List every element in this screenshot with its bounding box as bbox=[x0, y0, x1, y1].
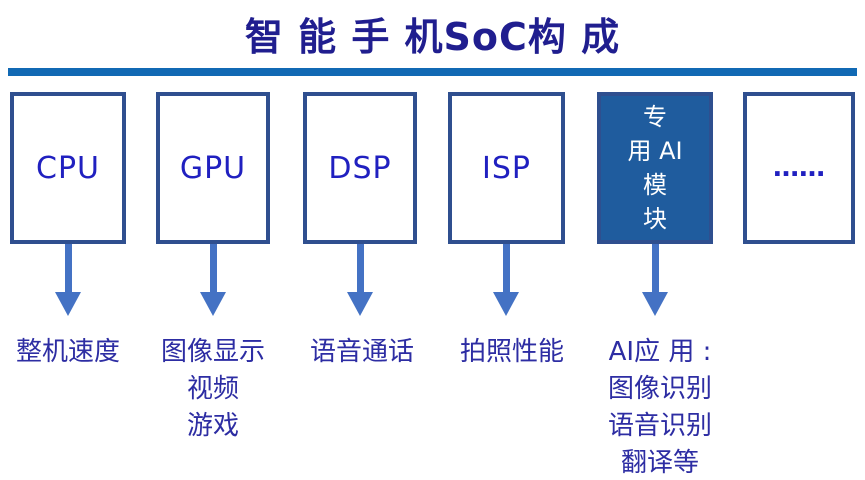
label-gpu-function: 图像显示 视频 游戏 bbox=[113, 334, 313, 445]
arrow-head bbox=[347, 292, 373, 316]
box-others-label: …… bbox=[773, 153, 825, 183]
arrow-head bbox=[493, 292, 519, 316]
box-ai-module-label-line: 块 bbox=[643, 205, 667, 233]
label-line: 语音通话 bbox=[309, 337, 414, 367]
box-cpu: CPU bbox=[10, 92, 126, 244]
arrow-head bbox=[642, 292, 668, 316]
box-ai-module-label-line: 模 bbox=[643, 171, 667, 199]
dsp-down-arrow-icon bbox=[347, 244, 373, 316]
label-line: 图像显示 bbox=[160, 337, 265, 367]
box-dsp: DSP bbox=[303, 92, 417, 244]
arrow-head bbox=[200, 292, 226, 316]
label-line: 游戏 bbox=[186, 411, 239, 441]
arrow-shaft bbox=[356, 244, 364, 292]
label-dsp-function: 语音通话 bbox=[262, 334, 462, 371]
label-line: 拍照性能 bbox=[459, 337, 564, 367]
ai-module-down-arrow-icon bbox=[642, 244, 668, 316]
label-line: 视频 bbox=[186, 374, 239, 404]
arrow-shaft bbox=[651, 244, 659, 292]
arrow-shaft bbox=[502, 244, 510, 292]
box-isp: ISP bbox=[448, 92, 565, 244]
box-ai-module: 专 用 AI 模 块 bbox=[597, 92, 713, 244]
label-line: 图像识别 bbox=[607, 374, 712, 404]
arrow-shaft bbox=[64, 244, 72, 292]
isp-down-arrow-icon bbox=[493, 244, 519, 316]
box-isp-label: ISP bbox=[482, 150, 531, 186]
arrow-head bbox=[55, 292, 81, 316]
label-isp-function: 拍照性能 bbox=[412, 334, 612, 371]
box-ai-module-label-line: 用 AI bbox=[627, 137, 683, 165]
label-line: 翻译等 bbox=[620, 448, 699, 478]
box-others: …… bbox=[743, 92, 855, 244]
box-ai-module-label-line: 专 bbox=[643, 103, 667, 131]
box-gpu: GPU bbox=[156, 92, 270, 244]
label-line: 语音识别 bbox=[607, 411, 712, 441]
box-cpu-label: CPU bbox=[36, 150, 100, 186]
title-divider-line bbox=[8, 68, 857, 76]
label-ai-module-function: AI应 用 : 图像识别 语音识别 翻译等 bbox=[560, 334, 760, 480]
label-cpu-function: 整机速度 bbox=[0, 334, 168, 371]
box-dsp-label: DSP bbox=[328, 150, 392, 186]
page-title: 智 能 手 机SoC构 成 bbox=[244, 15, 621, 59]
gpu-down-arrow-icon bbox=[200, 244, 226, 316]
box-gpu-label: GPU bbox=[179, 150, 247, 186]
label-line: AI应 用 : bbox=[608, 337, 712, 367]
arrow-shaft bbox=[209, 244, 217, 292]
label-line: 整机速度 bbox=[15, 337, 120, 367]
cpu-down-arrow-icon bbox=[55, 244, 81, 316]
